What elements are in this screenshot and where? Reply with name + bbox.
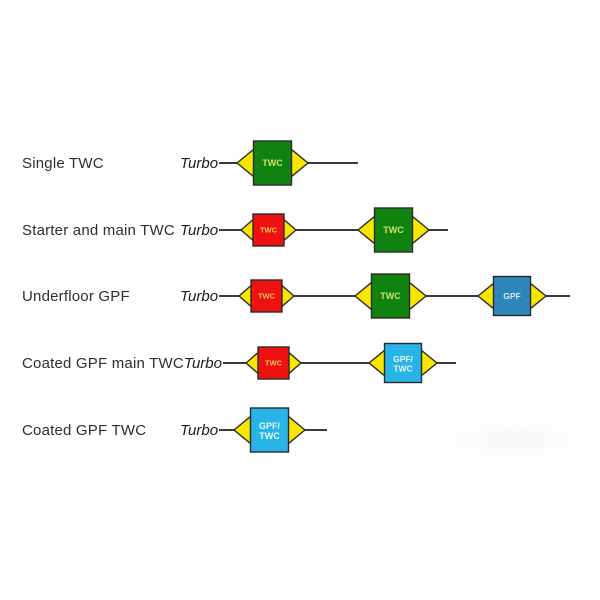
converter-twc-green: TWC [355, 273, 427, 319]
row-label: Starter and main TWC [22, 221, 175, 239]
row-label: Single TWC [22, 154, 104, 172]
catalyst-label: TWC [380, 291, 401, 301]
converter-gpf-twc-cyan: GPF/TWC [368, 342, 437, 384]
catalyst-label: TWC [260, 226, 278, 235]
row-label: Underfloor GPF [22, 287, 130, 305]
turbo-label: Turbo [180, 221, 219, 239]
catalyst-brick [252, 140, 293, 186]
catalyst-label: TWC [258, 292, 276, 301]
row-label: Coated GPF main TWC [22, 354, 184, 372]
exhaust-pipe [219, 295, 240, 297]
turbo-label: Turbo [180, 154, 219, 172]
catalyst-label: TWC [262, 158, 283, 168]
exhaust-pipe [219, 162, 238, 164]
catalyst-label: TWC [383, 225, 404, 235]
converter-twc-green: TWC [358, 207, 430, 253]
exhaust-pipe [305, 429, 328, 431]
catalyst-label: GPF/TWC [259, 421, 281, 441]
converter-twc-red: TWC [241, 213, 297, 247]
catalyst-brick [492, 275, 532, 317]
exhaust-pipe [294, 295, 356, 297]
catalyst-brick [373, 207, 414, 253]
converter-twc-red: TWC [239, 279, 295, 313]
diagram-row: Coated GPF TWC Turbo GPF/TWC [0, 406, 600, 454]
catalyst-label: GPF/TWC [393, 354, 413, 374]
exhaust-pipe [426, 295, 479, 297]
exhaust-pipe [219, 229, 242, 231]
catalyst-brick [252, 213, 285, 247]
row-label: Coated GPF TWC [22, 421, 147, 439]
exhaust-pipe [296, 229, 359, 231]
converter-twc-red: TWC [245, 346, 301, 380]
diagram-row: Single TWC Turbo TWC [0, 139, 600, 187]
converter-gpf-twc-cyan: GPF/TWC [234, 407, 306, 453]
exhaust-pipe [222, 362, 246, 364]
turbo-label: Turbo [183, 354, 222, 372]
diagram-row: Underfloor GPF Turbo TWC TWC GPF [0, 272, 600, 320]
exhaust-pipe [219, 429, 235, 431]
catalyst-brick [250, 279, 283, 313]
exhaust-pipe [300, 362, 369, 364]
catalyst-label: TWC [265, 359, 283, 368]
exhaust-pipe [308, 162, 359, 164]
turbo-label: Turbo [180, 287, 219, 305]
converter-twc-green: TWC [237, 140, 309, 186]
turbo-label: Turbo [180, 421, 219, 439]
catalyst-brick [257, 346, 290, 380]
diagram-row: Starter and main TWC Turbo TWC TWC [0, 206, 600, 254]
catalyst-label: GPF [503, 291, 520, 301]
exhaust-pipe [436, 362, 456, 364]
catalyst-brick [249, 407, 290, 453]
catalyst-brick [370, 273, 411, 319]
catalyst-brick [383, 342, 423, 384]
exhaust-pipe [546, 295, 571, 297]
exhaust-pipe [429, 229, 449, 231]
converter-gpf-steel_blue: GPF [478, 275, 547, 317]
